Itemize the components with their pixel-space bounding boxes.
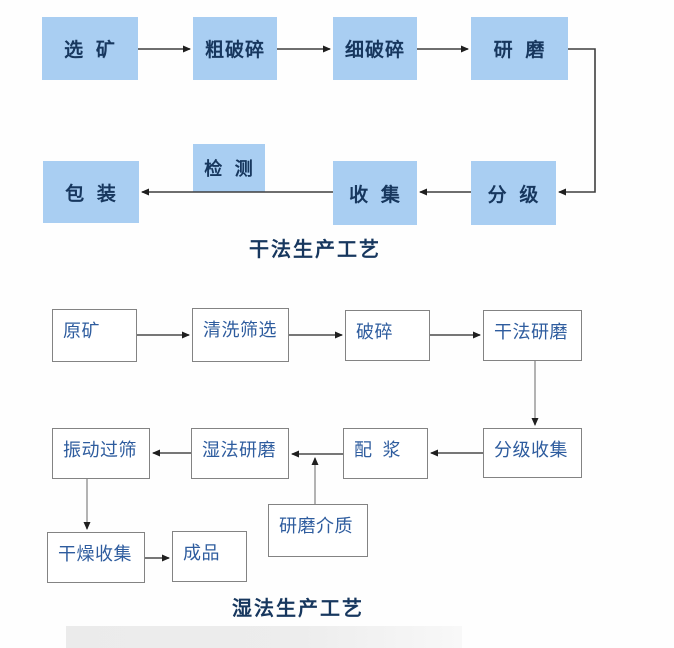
node-inspection: 检 测 <box>193 144 265 192</box>
node-drying-collection: 干燥收集 <box>47 532 145 583</box>
node-classification: 分 级 <box>471 161 556 225</box>
dry-process-title: 干法生产工艺 <box>249 239 381 261</box>
node-coarse-crushing: 粗破碎 <box>193 17 277 80</box>
node-slurry-mixing: 配 浆 <box>343 428 428 479</box>
node-finished-product: 成品 <box>172 531 247 582</box>
node-dry-grinding: 干法研磨 <box>483 310 582 361</box>
node-grinding-media: 研磨介质 <box>268 504 368 557</box>
node-raw-ore: 原矿 <box>52 309 137 362</box>
node-grinding: 研 磨 <box>471 17 568 80</box>
node-packaging: 包 装 <box>43 161 139 223</box>
node-classified-collection: 分级收集 <box>483 428 582 478</box>
node-collection: 收 集 <box>333 161 417 225</box>
node-crushing: 破碎 <box>345 310 430 361</box>
node-vibrating-sieving: 振动过筛 <box>52 428 150 479</box>
node-fine-crushing: 细破碎 <box>333 17 417 80</box>
watermark-strip <box>66 626 462 648</box>
node-ore-selection: 选 矿 <box>42 17 138 80</box>
wet-process-title: 湿法生产工艺 <box>232 598 364 620</box>
node-washing-screening: 清洗筛选 <box>192 308 289 362</box>
node-wet-grinding: 湿法研磨 <box>191 428 289 479</box>
